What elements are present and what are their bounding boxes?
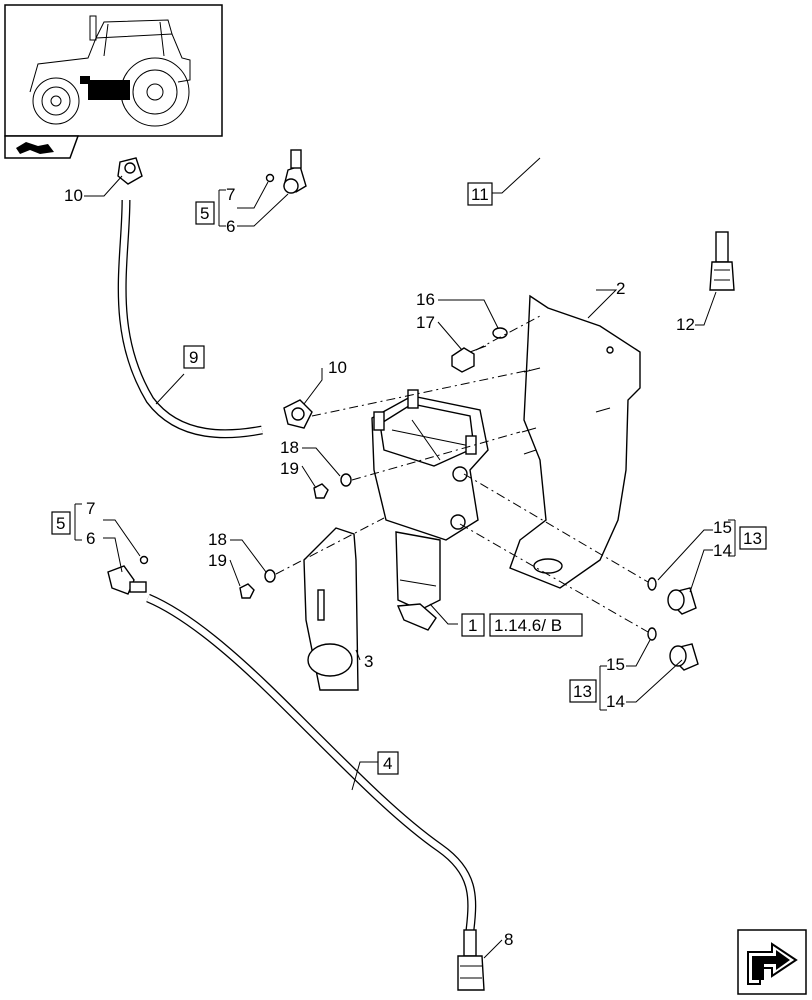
fuel-filter-1 [371, 389, 489, 631]
mounting-bracket-3 [303, 527, 359, 691]
callout-11-box [467, 182, 493, 206]
callout-7-top[interactable]: 7 [226, 185, 235, 204]
callout-1-reference[interactable]: 1.14.6/ B [494, 616, 562, 635]
callout-15-lower[interactable]: 15 [606, 655, 625, 674]
callout-1-reference-box [489, 613, 583, 637]
callout-1-box [461, 613, 485, 637]
o-ring-15-lower [647, 627, 657, 641]
elbow-fitting-6-lower [107, 565, 147, 595]
callout-9[interactable]: 9 [189, 348, 198, 367]
callout-4-box [377, 751, 399, 775]
fitting-12 [709, 231, 735, 291]
banjo-fitting-10-middle [283, 399, 313, 429]
callout-1[interactable]: 1 [468, 616, 477, 635]
callout-17[interactable]: 17 [416, 313, 435, 332]
callout-19-lower[interactable]: 19 [208, 551, 227, 570]
callout-6-lower[interactable]: 6 [86, 529, 95, 548]
callout-14-upper[interactable]: 14 [713, 541, 732, 560]
callout-4[interactable]: 4 [383, 754, 392, 773]
callout-13-upper-box [739, 526, 767, 550]
callout-15-upper[interactable]: 15 [713, 518, 732, 537]
washer-18-upper [340, 473, 352, 487]
callout-7-lower[interactable]: 7 [86, 499, 95, 518]
callout-11[interactable]: 11 [471, 185, 489, 204]
plug-14-lower [669, 643, 699, 671]
callout-12[interactable]: 12 [676, 315, 695, 334]
previous-page-arrow-icon[interactable] [4, 135, 80, 159]
callout-16[interactable]: 16 [416, 290, 435, 309]
callout-5-lower-box [51, 511, 71, 535]
callout-13-upper[interactable]: 13 [743, 529, 762, 548]
washer-18-lower [264, 569, 276, 583]
callout-2[interactable]: 2 [616, 279, 625, 298]
tractor-thumbnail[interactable] [4, 4, 223, 137]
leader-lines [74, 157, 736, 959]
hose-4 [146, 593, 477, 931]
callout-10-middle[interactable]: 10 [328, 358, 347, 377]
banjo-fitting-10-top [117, 157, 143, 185]
washer-7-top [265, 173, 275, 183]
callout-18-upper[interactable]: 18 [280, 438, 299, 457]
callout-18-lower[interactable]: 18 [208, 530, 227, 549]
elbow-fitting-6-top [283, 149, 307, 194]
hose-9 [117, 199, 263, 439]
o-ring-15-upper [647, 577, 657, 591]
callout-5-top-box [195, 201, 215, 225]
assembly-lines [275, 315, 649, 633]
mounting-bracket-2 [509, 294, 641, 589]
callout-6-top[interactable]: 6 [226, 217, 235, 236]
callout-10-top[interactable]: 10 [64, 186, 83, 205]
callout-5-lower[interactable]: 5 [56, 514, 65, 533]
nut-19-lower [239, 583, 255, 599]
callout-13-lower[interactable]: 13 [573, 682, 592, 701]
washer-7-lower [139, 555, 149, 565]
plug-14-upper [667, 587, 697, 615]
next-page-arrow-icon[interactable] [737, 929, 807, 995]
callout-8[interactable]: 8 [504, 930, 513, 949]
callout-13-lower-box [569, 679, 597, 703]
washer-16 [492, 327, 508, 339]
callout-9-box [183, 345, 205, 369]
callout-19-upper[interactable]: 19 [280, 459, 299, 478]
fitting-8 [457, 929, 485, 991]
nut-19-upper [313, 483, 329, 499]
bolt-17 [451, 345, 487, 373]
callout-3[interactable]: 3 [364, 652, 373, 671]
callout-5-top[interactable]: 5 [200, 204, 209, 223]
hose-11 [291, 94, 729, 233]
callout-14-lower[interactable]: 14 [606, 692, 625, 711]
